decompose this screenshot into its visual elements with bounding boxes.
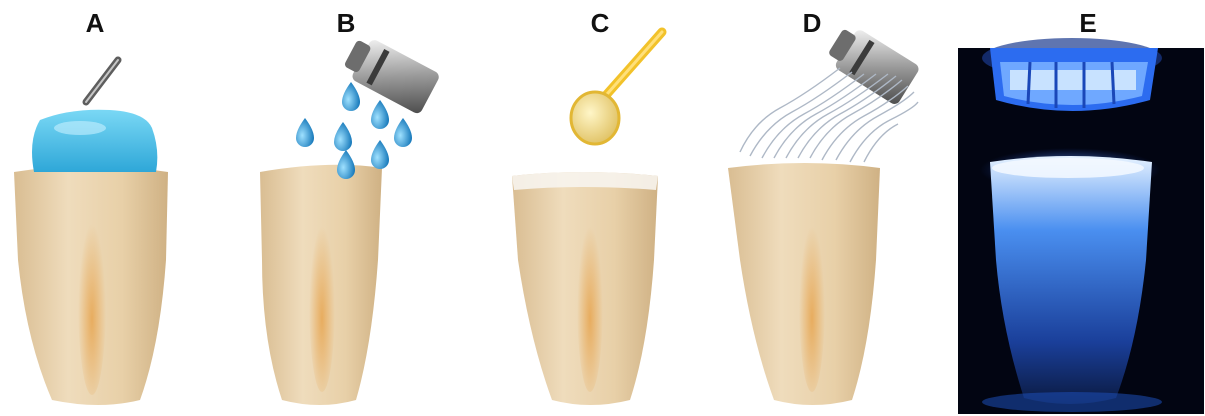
gel-applicator-icon [86,60,118,102]
panel-d [728,22,921,405]
panel-e [958,38,1204,414]
curing-light-icon [982,38,1162,111]
microbrush-icon [571,32,662,144]
panel-c [512,32,662,405]
panel-b [260,32,441,405]
panel-a [14,60,168,405]
etching-gel [32,110,157,172]
water-spray-icon [296,32,441,179]
